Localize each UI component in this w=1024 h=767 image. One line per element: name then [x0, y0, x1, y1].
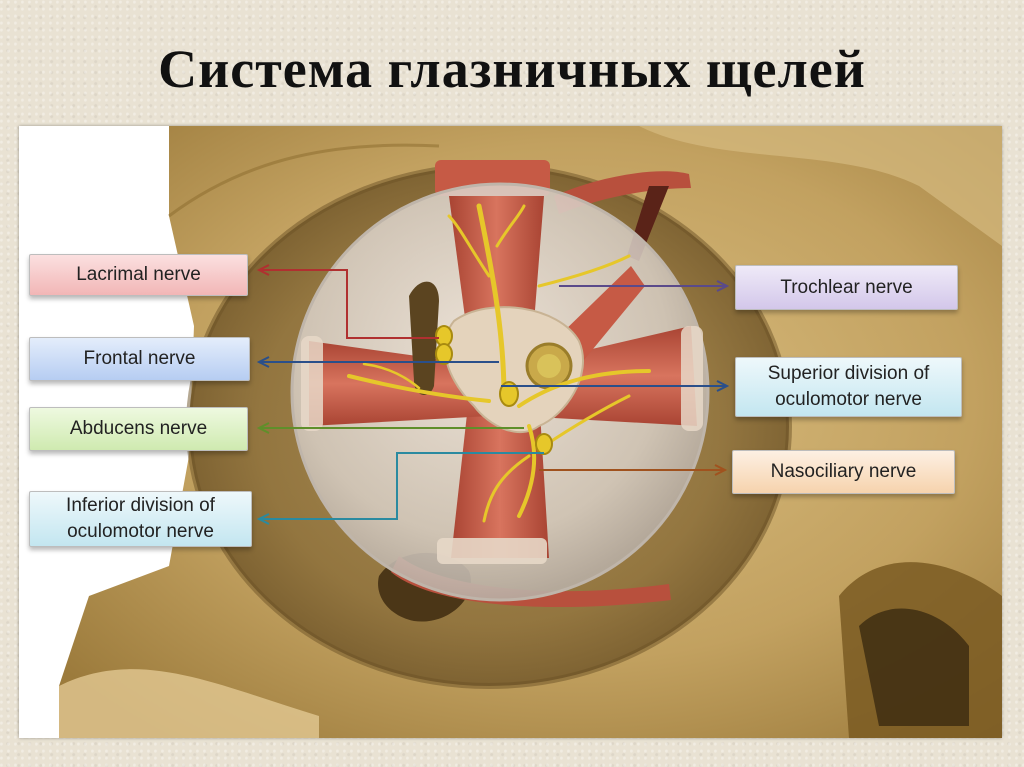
superior-oculomotor-label: Superior division of oculomotor nerve [735, 357, 962, 417]
lacrimal-nerve-label: Lacrimal nerve [29, 254, 248, 296]
inferior-oculomotor-label: Inferior division of oculomotor nerve [29, 491, 252, 547]
nasociliary-nerve-label: Nasociliary nerve [732, 450, 955, 494]
abducens-nerve-label: Abducens nerve [29, 407, 248, 451]
frontal-nerve-label: Frontal nerve [29, 337, 250, 381]
slide-title: Система глазничных щелей [0, 38, 1024, 100]
trochlear-nerve-label: Trochlear nerve [735, 265, 958, 310]
